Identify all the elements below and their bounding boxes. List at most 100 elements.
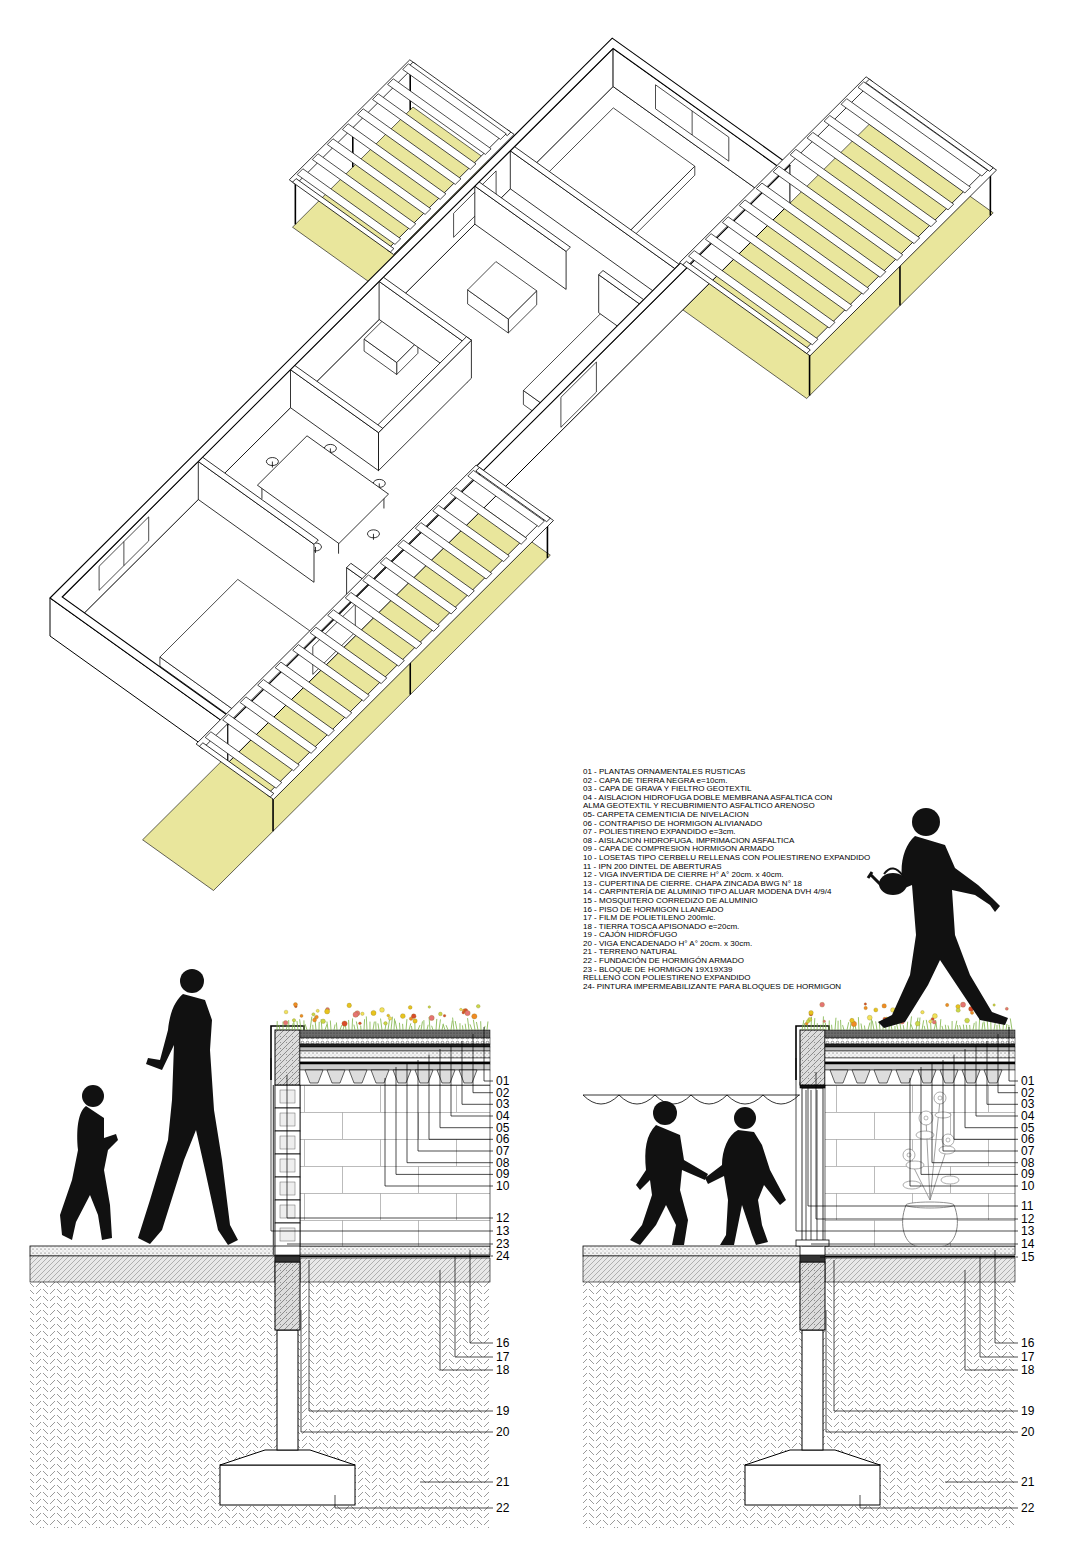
pergola-beam	[683, 261, 811, 353]
person-head	[734, 1107, 756, 1129]
flower	[292, 1019, 295, 1022]
callout-number: 04	[496, 1110, 509, 1122]
screed-layer	[300, 1047, 490, 1051]
flower	[443, 1014, 446, 1017]
flower	[321, 1019, 326, 1024]
grass-blade	[969, 1025, 970, 1030]
pergola-beam	[267, 516, 554, 800]
exterior-pavement	[583, 1246, 800, 1256]
awning-fabric	[583, 1095, 799, 1104]
partition-face	[379, 340, 472, 470]
primer-layer	[300, 1062, 490, 1064]
gardener-silhouette	[878, 836, 1008, 1028]
plant-leaf	[941, 1176, 959, 1184]
flower	[462, 1011, 465, 1014]
grass-blade	[910, 1016, 911, 1030]
callout-number: 24	[496, 1250, 509, 1262]
leader-line	[462, 1041, 493, 1104]
grass-blade	[354, 1025, 355, 1030]
flower	[809, 1010, 814, 1015]
grass-blade	[468, 1018, 469, 1030]
grass-blade	[963, 1025, 965, 1030]
grass-blade	[984, 1021, 986, 1030]
block-core	[280, 1228, 295, 1241]
wall-top	[50, 38, 790, 725]
flower	[429, 1015, 434, 1020]
flower	[293, 1003, 297, 1007]
grass-blade	[286, 1025, 288, 1030]
concrete-floor	[825, 1246, 1015, 1255]
plant-flower	[907, 1153, 911, 1157]
block-core	[280, 1090, 295, 1103]
flower	[315, 1015, 319, 1019]
callout-number: 11	[1021, 1200, 1033, 1212]
plant-flower	[938, 1096, 942, 1100]
plant-flower	[942, 1134, 954, 1146]
ring-beam	[800, 1030, 825, 1085]
grass-blade	[292, 1023, 293, 1030]
slab-block	[327, 1070, 345, 1083]
flower	[413, 1019, 417, 1023]
leader-line	[945, 1482, 1018, 1483]
pergola-slat	[380, 558, 457, 614]
grass-blade	[907, 1022, 909, 1030]
note-text: 22 - FUNDACIÓN DE HORMIGÓN ARMADO	[583, 957, 744, 966]
grass-blade	[451, 1021, 452, 1030]
grass-blade	[378, 1023, 379, 1030]
grass-blade	[293, 1019, 295, 1030]
grass-blade	[277, 1021, 278, 1030]
exterior-pavement	[30, 1246, 275, 1256]
flower	[921, 1010, 924, 1013]
concrete-block	[275, 1154, 300, 1177]
glazing-line	[811, 1090, 812, 1242]
flower	[384, 1022, 388, 1026]
grass-blade	[411, 1026, 413, 1030]
membrane-layer	[300, 1044, 490, 1047]
callout-number: 19	[1021, 1405, 1034, 1417]
partition-top	[198, 457, 318, 544]
concrete-block	[275, 1108, 300, 1131]
note-text: 10 - LOSETAS TIPO CERBELU RELLENAS CON P…	[583, 854, 870, 863]
leader-line	[396, 1067, 493, 1174]
note-text: 13 - CUPERTINA DE CIERRE. CHAPA ZINCADA …	[583, 880, 802, 889]
grass-blade	[310, 1017, 312, 1030]
callout-number: 18	[496, 1364, 509, 1376]
grass-blade	[288, 1020, 289, 1030]
leader-line	[335, 1495, 493, 1508]
leader-line	[451, 1046, 493, 1117]
soil-layer	[825, 1030, 1015, 1038]
grass-blade	[835, 1018, 837, 1030]
grass-blade	[443, 1024, 445, 1030]
leader-line	[943, 1060, 1018, 1151]
slab-block	[305, 1070, 323, 1083]
gravel-layer	[825, 1038, 1015, 1044]
callout-number: 21	[1021, 1476, 1034, 1488]
child-silhouette	[705, 1130, 786, 1245]
polystyrene-layer	[825, 1058, 1015, 1062]
grass-blade	[814, 1018, 816, 1030]
flower	[1005, 1007, 1008, 1010]
compression-layer	[825, 1064, 1015, 1070]
callout-number: 13	[1021, 1225, 1034, 1237]
grass-blade	[399, 1023, 401, 1030]
flower	[932, 1014, 937, 1019]
callout-number: 12	[1021, 1213, 1034, 1225]
partition-top	[599, 271, 644, 304]
natural-ground	[583, 1282, 1015, 1528]
grass-blade	[480, 1021, 481, 1030]
flower	[411, 1014, 416, 1019]
slab-block	[830, 1070, 848, 1083]
flower	[956, 1008, 960, 1012]
slab-block	[371, 1070, 389, 1083]
window-sill	[796, 1240, 829, 1246]
callout-number: 17	[1021, 1351, 1034, 1363]
callout-number: 15	[1021, 1251, 1034, 1263]
grass-blade	[924, 1026, 926, 1030]
callout-number: 05	[496, 1122, 509, 1134]
callout-number: 06	[1021, 1133, 1034, 1145]
flower-pot	[903, 1205, 958, 1246]
compression-layer	[300, 1064, 490, 1070]
grass-blade	[330, 1021, 332, 1030]
flower-pot-rim	[906, 1202, 954, 1208]
block-core	[280, 1182, 295, 1195]
